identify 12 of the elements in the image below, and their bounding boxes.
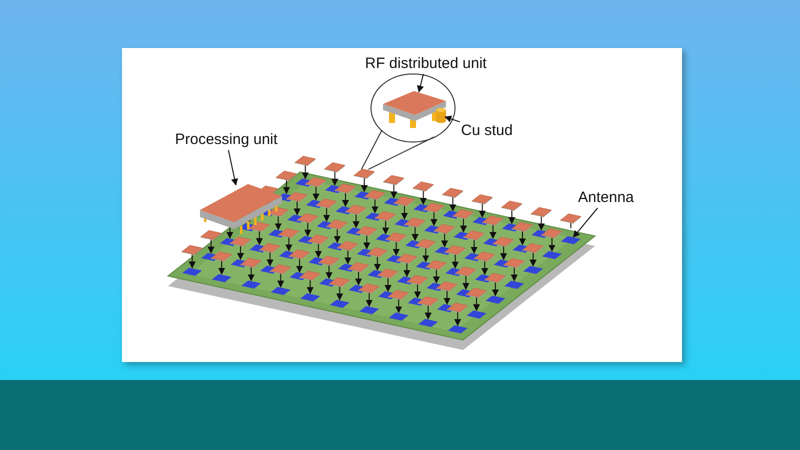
leader-line — [572, 208, 598, 238]
leader-line — [417, 74, 424, 93]
stud-drawing — [436, 108, 446, 123]
leader-line — [444, 116, 460, 122]
part-label: Cu stud — [461, 122, 513, 140]
part-label: Processing unit — [175, 131, 278, 149]
leader-line — [228, 150, 238, 186]
part-label: RF distributed unit — [365, 55, 487, 73]
processor-chip-drawing — [200, 184, 282, 234]
part-label: Antenna — [578, 189, 634, 207]
antenna-patch — [560, 236, 581, 244]
rf-unit-drawing — [383, 91, 446, 128]
